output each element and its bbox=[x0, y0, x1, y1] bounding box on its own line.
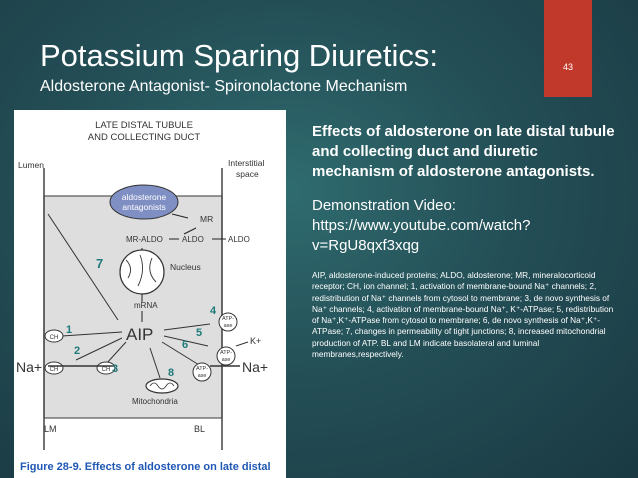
channel-3 bbox=[96, 361, 116, 375]
step-1-label: 1 bbox=[66, 324, 72, 336]
atpase-3-label-line2: ase bbox=[198, 373, 207, 379]
aip-arrow-4 bbox=[163, 323, 211, 331]
na-left-label: Na+ bbox=[16, 359, 42, 375]
aip-arrow-6 bbox=[161, 341, 205, 369]
atpase-2-label-line1: ATP- bbox=[220, 350, 232, 356]
figure-header-line1: LATE DISTAL TUBULE bbox=[95, 120, 193, 131]
atpase-2 bbox=[216, 346, 236, 366]
na-right-label: Na+ bbox=[242, 359, 268, 375]
figure-header-line2: AND COLLECTING DUCT bbox=[88, 132, 201, 143]
aip-arrow-8 bbox=[149, 347, 161, 379]
atpase-3-label-line1: ATP- bbox=[196, 366, 208, 372]
dna-strand-icon bbox=[125, 254, 157, 287]
aip-arrow-2 bbox=[75, 337, 123, 361]
mrna-label: mRNA bbox=[134, 301, 158, 310]
aldo-outer-label: ALDO bbox=[228, 235, 250, 244]
mitochondria-cristae-icon bbox=[149, 382, 175, 390]
abbreviation-legend: AIP, aldosterone-induced proteins; ALDO,… bbox=[312, 270, 614, 360]
nucleus-label: Nucleus bbox=[170, 262, 201, 272]
description-heading: Effects of aldosterone on late distal tu… bbox=[312, 123, 615, 180]
figure-caption: Figure 28-9. Effects of aldosterone on l… bbox=[20, 461, 271, 473]
video-url-line1[interactable]: https://www.youtube.com/watch? bbox=[312, 217, 531, 234]
step-7-label: 7 bbox=[96, 256, 103, 271]
k-label: K+ bbox=[250, 336, 261, 346]
slide-number-badge: 43 bbox=[544, 0, 592, 97]
mechanism-diagram: LATE DISTAL TUBULE AND COLLECTING DUCT L… bbox=[16, 120, 268, 450]
mr-label: MR bbox=[200, 214, 213, 224]
video-label: Demonstration Video: bbox=[312, 197, 456, 214]
slide-title: Potassium Sparing Diuretics: bbox=[40, 38, 438, 73]
atpase-1-label-line2: ase bbox=[224, 323, 233, 329]
atpase-2-label-line2: ase bbox=[222, 357, 231, 363]
atpase-1 bbox=[218, 312, 238, 332]
tubule-cell bbox=[43, 195, 223, 419]
channel-2-label: CH bbox=[50, 367, 59, 373]
mr-aldo-label: MR-ALDO bbox=[126, 235, 163, 244]
interstitial-label-line2: space bbox=[236, 169, 259, 179]
step-5-label: 5 bbox=[196, 327, 202, 339]
mechanism-figure: LATE DISTAL TUBULE AND COLLECTING DUCT L… bbox=[14, 110, 286, 478]
slide-number: 43 bbox=[562, 62, 573, 72]
aip-arrow-1 bbox=[61, 331, 123, 337]
mitochondria-label: Mitochondria bbox=[132, 397, 178, 406]
aip-arrow-3 bbox=[105, 341, 127, 365]
step-4-label: 4 bbox=[210, 305, 217, 317]
channel-2 bbox=[44, 361, 64, 375]
antagonist-to-mr-arrow bbox=[171, 213, 189, 219]
interstitial-label-line1: Interstitial bbox=[228, 158, 264, 168]
mr-arrow bbox=[183, 227, 197, 235]
demo-video-block: Demonstration Video: https://www.youtube… bbox=[312, 196, 622, 256]
mitochondria-icon bbox=[145, 378, 179, 394]
aldo-inner-label: ALDO bbox=[182, 235, 204, 244]
aip-label: AIP bbox=[126, 325, 153, 344]
step-3-label: 3 bbox=[112, 363, 118, 375]
step-2-label: 2 bbox=[74, 345, 80, 357]
channel-1 bbox=[44, 329, 64, 343]
channel-1-label: CH bbox=[50, 335, 59, 341]
step-8-label: 8 bbox=[168, 367, 174, 379]
bl-label: BL bbox=[194, 424, 205, 434]
text-column: Effects of aldosterone on late distal tu… bbox=[312, 122, 622, 360]
atpase-1-label-line1: ATP- bbox=[222, 316, 234, 322]
lumen-label: Lumen bbox=[18, 160, 44, 170]
lm-label: LM bbox=[44, 424, 57, 434]
step-6-label: 6 bbox=[182, 339, 188, 351]
atpase-3 bbox=[192, 362, 212, 382]
video-url-line2[interactable]: v=RgU8qxf3xqg bbox=[312, 237, 420, 254]
slide-subtitle: Aldosterone Antagonist- Spironolactone M… bbox=[40, 78, 408, 95]
antagonists-cloud-icon bbox=[109, 184, 179, 220]
antagonists-label-line1: aldosterone bbox=[122, 192, 167, 202]
aip-arrow-5 bbox=[163, 335, 209, 347]
aip-arrow-7 bbox=[47, 213, 119, 321]
k-entry-arrow bbox=[235, 341, 249, 347]
antagonists-label-line2: antagonists bbox=[122, 202, 165, 212]
channel-3-label: CH bbox=[102, 367, 111, 373]
